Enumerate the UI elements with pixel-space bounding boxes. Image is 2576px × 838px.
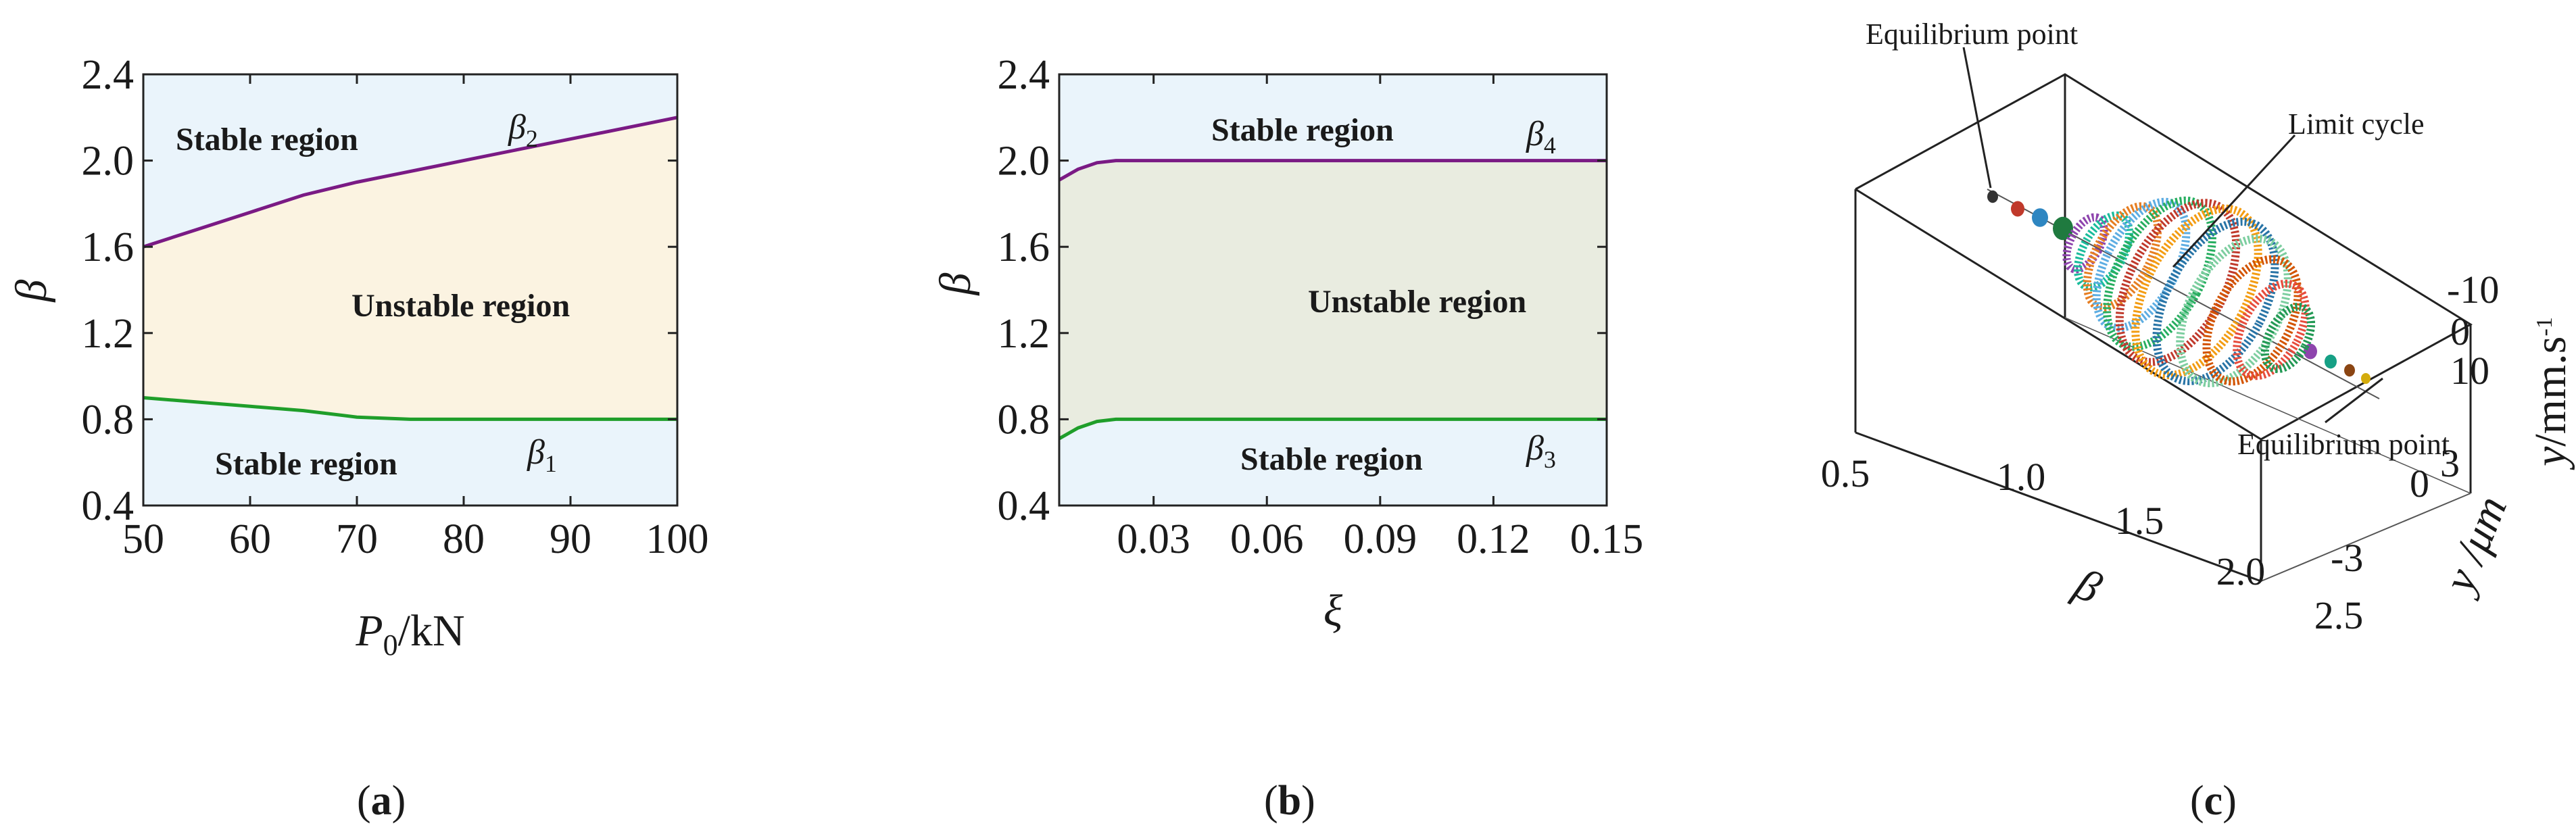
y-axis-label-a: β bbox=[7, 279, 56, 303]
x-tick-label: 0.06 bbox=[1230, 516, 1304, 562]
x-tick-label: 90 bbox=[550, 516, 591, 562]
y-tick-0: 0 bbox=[2410, 462, 2429, 506]
beta-tick-2.5: 2.5 bbox=[2314, 593, 2364, 637]
y-tick-label: 0.8 bbox=[82, 397, 135, 443]
unstable-region-a bbox=[143, 117, 677, 420]
beta-tick-2.0: 2.0 bbox=[2216, 549, 2266, 593]
region-label-bottom-a: Stable region bbox=[215, 446, 397, 482]
panel-label-c: (c) bbox=[2190, 778, 2237, 824]
equilibrium-point bbox=[2011, 201, 2024, 217]
ydot-axis-label: y/mm.s-1 bbox=[2526, 317, 2575, 470]
limit-cycle-ring bbox=[2092, 197, 2191, 332]
limit-cycle-ring bbox=[2202, 255, 2302, 386]
x-tick-label: 100 bbox=[646, 516, 709, 562]
region-label-top-a: Stable region bbox=[176, 122, 358, 157]
limit-cycle-ring bbox=[2074, 211, 2133, 292]
y-tick-neg3: -3 bbox=[2331, 536, 2363, 580]
region-label-top-b: Stable region bbox=[1211, 112, 1394, 148]
x-tick-label: 0.15 bbox=[1570, 516, 1644, 562]
chart-panel-b: 0.03 0.06 0.09 0.12 0.15 0.4 0.8 1.2 1.6 2.0 2.4 S… bbox=[931, 52, 1643, 824]
y-tick-label: 0.4 bbox=[82, 483, 135, 529]
limit-cycle-ring bbox=[2103, 196, 2216, 351]
annotation-limit-cycle: Limit cycle bbox=[2288, 107, 2425, 141]
ydot-tick-0: 0 bbox=[2450, 310, 2470, 353]
annotation-leader-equilibrium-left bbox=[1962, 47, 1992, 189]
beta3-label: β3 bbox=[1526, 429, 1556, 473]
equilibrium-points-left bbox=[1987, 190, 2073, 241]
beta3-curve bbox=[1058, 417, 1607, 441]
y-axis-label-c: y /μm bbox=[2433, 489, 2517, 602]
region-label-middle-b: Unstable region bbox=[1308, 284, 1526, 320]
beta1-label: β1 bbox=[527, 433, 557, 477]
beta-tick-1.0: 1.0 bbox=[1997, 455, 2046, 499]
x-tick-label: 0.09 bbox=[1344, 516, 1417, 562]
ydot-tick-10: 10 bbox=[2450, 349, 2489, 393]
annotation-leader-equilibrium-right bbox=[2325, 377, 2383, 424]
beta1-curve bbox=[143, 396, 677, 421]
beta2-curve bbox=[143, 116, 678, 249]
y-tick-label: 1.2 bbox=[82, 311, 135, 357]
equilibrium-point bbox=[1987, 190, 1998, 203]
limit-cycle-ring bbox=[2233, 279, 2310, 380]
plot-frame-b bbox=[1058, 73, 1608, 507]
annotation-equilibrium-left: Equilibrium point bbox=[1866, 18, 2078, 51]
beta4-curve bbox=[1058, 159, 1607, 182]
y-tick-label: 0.8 bbox=[998, 397, 1050, 443]
y-axis-label-b: β bbox=[931, 272, 980, 296]
x-tick-label: 50 bbox=[122, 516, 164, 562]
ydot-tick-neg10: -10 bbox=[2447, 268, 2499, 312]
chart-panel-a: 50 60 70 80 90 100 0.4 0.8 1.2 1.6 2.0 2.4 Stable r… bbox=[7, 52, 709, 824]
equilibrium-point bbox=[2053, 216, 2073, 241]
equilibrium-point bbox=[2032, 208, 2048, 227]
y-tick-label: 1.2 bbox=[998, 311, 1050, 357]
y-tick-3: 3 bbox=[2440, 441, 2460, 485]
equilibrium-points-right bbox=[2304, 343, 2371, 385]
limit-cycle-ring bbox=[2260, 302, 2316, 374]
y-tick-label: 2.4 bbox=[82, 52, 135, 98]
y-tick-label: 1.6 bbox=[998, 224, 1050, 270]
chart-panel-c: Equilibrium point Limit cycle Equilibriu… bbox=[1821, 18, 2575, 824]
x-tick-label: 60 bbox=[229, 516, 271, 562]
x-tick-label: 70 bbox=[336, 516, 378, 562]
y-tick-label: 0.4 bbox=[998, 483, 1050, 529]
x-axis-label-b: ξ bbox=[1323, 586, 1343, 635]
annotation-leader-limit-cycle bbox=[2172, 134, 2296, 268]
x-tick-label: 0.12 bbox=[1457, 516, 1530, 562]
unstable-region-b bbox=[1059, 160, 1607, 439]
limit-cycle-ring bbox=[2131, 204, 2262, 380]
beta2-label: β2 bbox=[508, 108, 538, 152]
y-tick-label: 2.4 bbox=[998, 52, 1050, 98]
equilibrium-point bbox=[2361, 372, 2371, 385]
region-label-middle-a: Unstable region bbox=[351, 288, 570, 324]
x-tick-label: 0.03 bbox=[1117, 516, 1190, 562]
beta4-label: β4 bbox=[1526, 115, 1556, 159]
equilibrium-point bbox=[2325, 354, 2337, 369]
tick-marks-a: 50 60 70 80 90 100 0.4 0.8 1.2 1.6 2.0 2.4 bbox=[82, 52, 709, 562]
y-tick-label: 2.0 bbox=[998, 139, 1050, 184]
region-label-bottom-b: Stable region bbox=[1240, 441, 1423, 477]
x-tick-label: 80 bbox=[443, 516, 485, 562]
beta-tick-0.5: 0.5 bbox=[1821, 451, 1870, 495]
beta-tick-1.5: 1.5 bbox=[2115, 499, 2164, 543]
beta-axis-label: β bbox=[2066, 559, 2109, 614]
trajectory-axis bbox=[1987, 189, 2380, 399]
equilibrium-point bbox=[2344, 364, 2355, 377]
tick-marks-b: 0.03 0.06 0.09 0.12 0.15 0.4 0.8 1.2 1.6 2.0 2.4 bbox=[998, 52, 1644, 562]
x-axis-label-a: P0/kN bbox=[355, 606, 464, 662]
annotation-equilibrium-right: Equilibrium point bbox=[2237, 428, 2450, 461]
plot-frame-a bbox=[142, 73, 679, 507]
panel-label-b: (b) bbox=[1264, 778, 1315, 824]
panel-label-a: (a) bbox=[357, 778, 406, 824]
y-tick-label: 1.6 bbox=[82, 224, 135, 270]
limit-cycle-rings bbox=[2062, 196, 2316, 388]
y-tick-label: 2.0 bbox=[82, 139, 135, 184]
